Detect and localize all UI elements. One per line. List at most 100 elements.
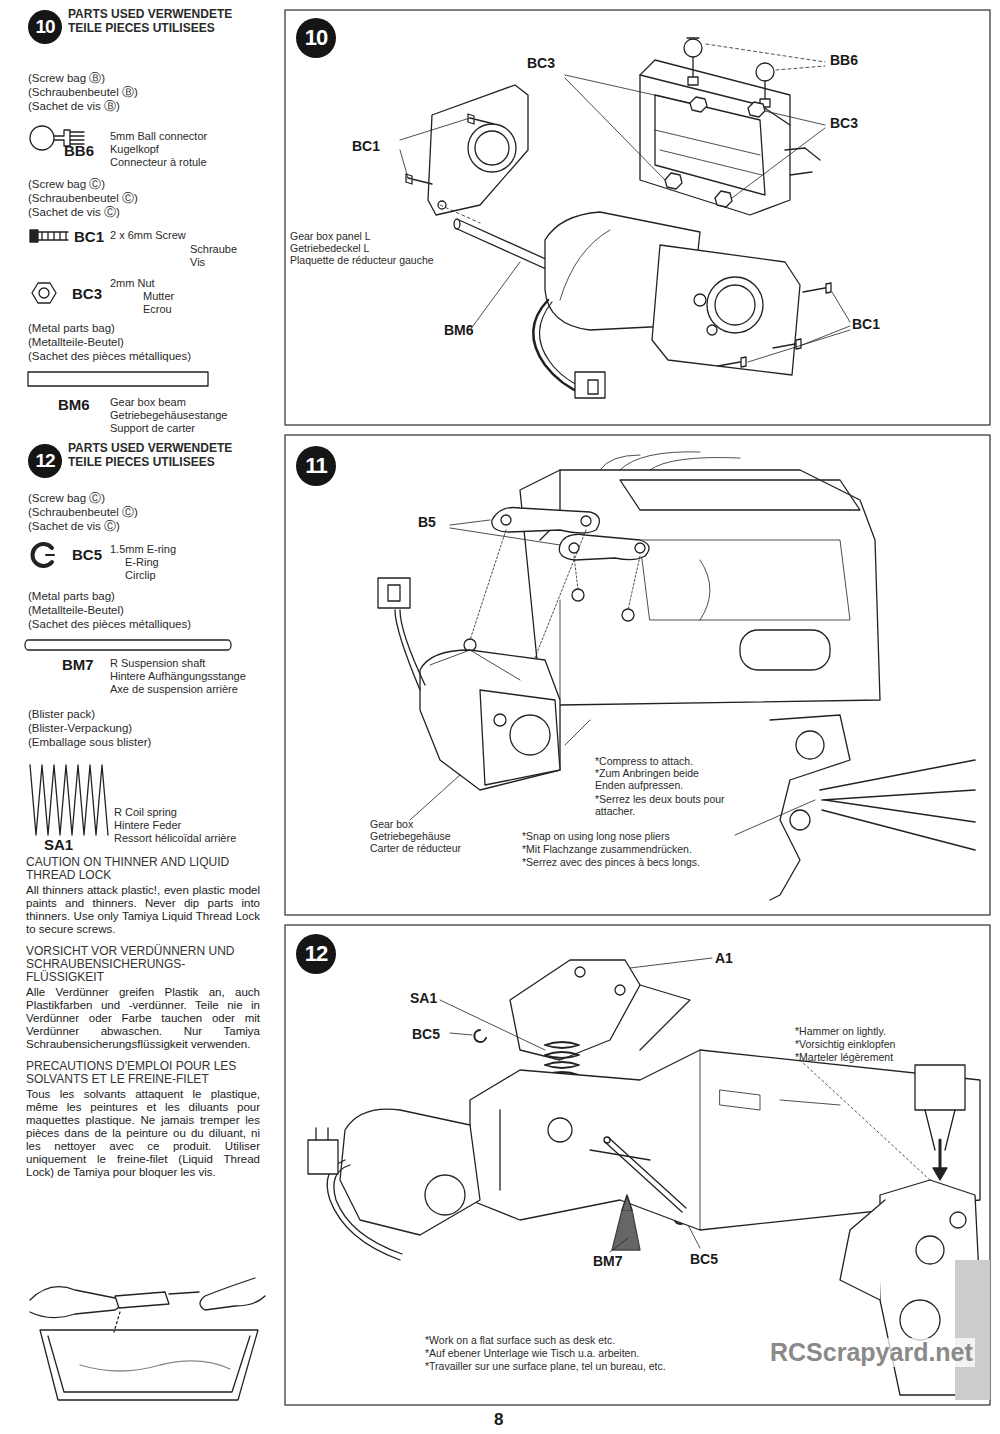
- part-name: 5mm Ball connector: [110, 130, 207, 143]
- step-number: 10: [296, 18, 336, 58]
- bag-label: (Metallteile-Beutel): [28, 604, 124, 617]
- step-number: 11: [296, 446, 336, 486]
- part-name: Carter de réducteur: [370, 842, 461, 854]
- part-code: BM6: [58, 396, 90, 413]
- part-name: 1.5mm E-ring: [110, 543, 176, 556]
- part-name: Schraube: [190, 243, 237, 256]
- section-heading: PARTS USED VERWENDETE TEILE PIECES UTILI…: [68, 8, 238, 35]
- step-marker: 12PARTS USED VERWENDETE TEILE PIECES UTI…: [28, 444, 62, 478]
- gear-box-panel-left: [428, 85, 528, 215]
- part-name: Connecteur à rotule: [110, 156, 207, 169]
- ball-connectors-bb6: [684, 38, 825, 107]
- part-name: Axe de suspension arrière: [110, 683, 238, 696]
- caution-heading: PRECAUTIONS D'EMPLOI POUR LES SOLVANTS E…: [26, 1060, 260, 1086]
- part-name: Support de carter: [110, 422, 195, 435]
- gear-box-panel-right: [652, 245, 800, 375]
- screw-icon: [30, 230, 68, 242]
- spring-icon: [30, 765, 108, 835]
- step-number: 10: [28, 10, 62, 44]
- nuts-bc3: [565, 75, 825, 207]
- part-name: Kugelkopf: [110, 143, 159, 156]
- part-name: Ressort hélicoïdal arrière: [114, 832, 236, 845]
- bag-label: (Emballage sous blister): [28, 736, 151, 749]
- beam-icon: [28, 372, 208, 386]
- callout-label: BM6: [444, 322, 474, 338]
- bag-label: (Screw bag Ⓒ): [28, 178, 105, 191]
- bag-label: (Schraubenbeutel Ⓑ): [28, 86, 138, 99]
- part-code: BC1: [74, 228, 104, 245]
- callout-label: BB6: [830, 52, 858, 68]
- callout-label: BC3: [527, 55, 555, 71]
- part-code: BC5: [72, 546, 102, 563]
- part-name: Gear box beam: [110, 396, 186, 409]
- step-number: 12: [28, 444, 62, 478]
- suspension-arm-a1: [510, 958, 712, 1060]
- callout-label: B5: [418, 514, 436, 530]
- nut-icon: [32, 283, 56, 303]
- note: *Vorsichtig einklopfen: [795, 1038, 895, 1050]
- callout-label: BC5: [690, 1251, 718, 1267]
- bag-label: (Sachet de vis Ⓒ): [28, 520, 120, 533]
- gear-box-top-assembly: [640, 60, 820, 215]
- shaft-bm7: [604, 1137, 686, 1252]
- caution-text: All thinners attack plastic!, even plast…: [26, 884, 260, 936]
- part-name: Getriebedeckel L: [290, 242, 369, 254]
- step-number: 12: [296, 934, 336, 974]
- pliers-inset: [735, 715, 975, 900]
- callout-label: BC1: [352, 138, 380, 154]
- note: *Hammer on lightly.: [795, 1025, 886, 1037]
- part-name: Plaquette de réducteur gauche: [290, 254, 434, 266]
- note: *Serrez les deux bouts pour attacher.: [595, 793, 725, 817]
- bag-label: (Schraubenbeutel Ⓒ): [28, 192, 138, 205]
- callout-label: A1: [715, 950, 733, 966]
- bag-label: (Schraubenbeutel Ⓒ): [28, 506, 138, 519]
- note: *Marteler légèrement: [795, 1051, 893, 1063]
- bag-label: (Sachet de vis Ⓑ): [28, 100, 120, 113]
- part-code: BC3: [72, 285, 102, 302]
- bag-label: (Blister pack): [28, 708, 95, 721]
- bag-label: (Sachet des pièces métalliques): [28, 618, 191, 631]
- motor-p12: [308, 1109, 480, 1260]
- bag-label: (Sachet de vis Ⓒ): [28, 206, 120, 219]
- note: *Mit Flachzange zusammendrücken.: [522, 843, 692, 855]
- part-name: Circlip: [125, 569, 156, 582]
- screws-bc1-left: [400, 114, 494, 223]
- note: *Zum Anbringen beide Enden aufpressen.: [595, 767, 725, 791]
- note: *Snap on using long nose pliers: [522, 830, 670, 842]
- note: *Travailler sur une surface plane, tel u…: [425, 1360, 666, 1372]
- part-name: Getriebegehäuse: [370, 830, 451, 842]
- section-heading: PARTS USED VERWENDETE TEILE PIECES UTILI…: [68, 442, 238, 469]
- shaft-icon: [25, 640, 231, 650]
- e-ring-icon: [33, 544, 54, 566]
- part-name: R Suspension shaft: [110, 657, 205, 670]
- part-name: Getriebegehäusestange: [110, 409, 227, 422]
- bag-label: (Metal parts bag): [28, 322, 115, 335]
- bag-label: (Screw bag Ⓑ): [28, 72, 105, 85]
- hand-tray-sketch: [30, 1278, 265, 1400]
- callout-label: BC1: [852, 316, 880, 332]
- caution-text: Alle Verdünner greifen Plastik an, auch …: [26, 986, 260, 1051]
- caution-column: CAUTION ON THINNER AND LIQUID THREAD LOC…: [26, 856, 260, 1179]
- callout-label: BC3: [830, 115, 858, 131]
- step-marker: 12: [296, 934, 336, 974]
- part-name: Gear box panel L: [290, 230, 371, 242]
- part-name: Vis: [190, 256, 205, 269]
- bag-label: (Screw bag Ⓒ): [28, 492, 105, 505]
- bag-label: (Blister-Verpackung): [28, 722, 132, 735]
- part-name: Hintere Feder: [114, 819, 181, 832]
- screws-bc1-right: [718, 283, 850, 367]
- part-name: 2 x 6mm Screw: [110, 229, 186, 242]
- callout-label: BM7: [593, 1253, 623, 1269]
- bag-label: (Sachet des pièces métalliques): [28, 350, 191, 363]
- caution-text: Tous les solvants attaquent le plastique…: [26, 1088, 260, 1179]
- watermark: RCScrapyard.net: [768, 1338, 975, 1367]
- part-code: BM7: [62, 656, 94, 673]
- gear-box-housing: [520, 452, 880, 705]
- caution-heading: CAUTION ON THINNER AND LIQUID THREAD LOC…: [26, 856, 260, 882]
- part-code: BB6: [64, 142, 94, 159]
- caution-heading: VORSICHT VOR VERDÜNNERN UND SCHRAUBENSIC…: [26, 945, 260, 984]
- step-marker: 10PARTS USED VERWENDETE TEILE PIECES UTI…: [28, 10, 62, 44]
- note: *Auf ebener Unterlage wie Tisch u.a. arb…: [425, 1347, 639, 1359]
